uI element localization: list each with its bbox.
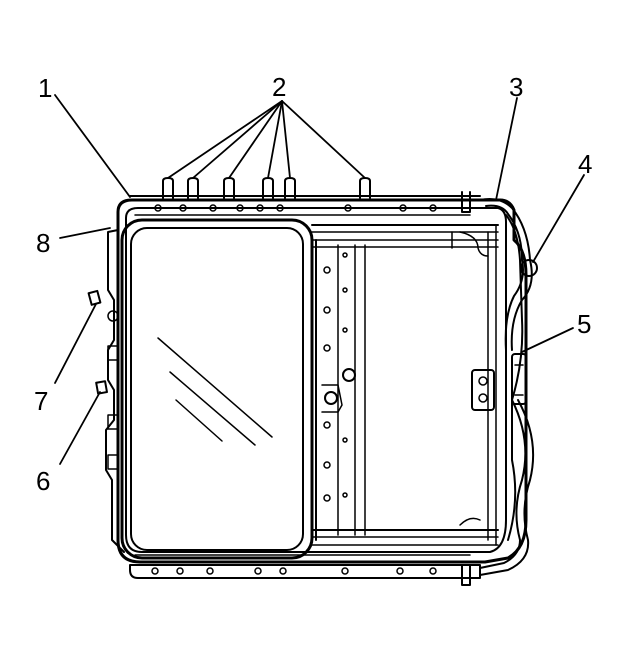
glass-panel <box>120 218 314 560</box>
callout-labels: 1 2 3 4 5 6 7 8 <box>34 72 592 496</box>
callout-8: 8 <box>36 228 50 258</box>
callout-7: 7 <box>34 386 48 416</box>
bolt-part-6 <box>95 380 108 395</box>
clip-part-7 <box>87 289 102 306</box>
callout-2: 2 <box>272 72 286 102</box>
callout-4: 4 <box>578 149 592 179</box>
callout-3: 3 <box>509 72 523 102</box>
callout-5: 5 <box>577 309 591 339</box>
rail-holes <box>151 191 471 586</box>
sunshade-track <box>311 224 499 546</box>
leader-lines <box>54 94 585 465</box>
callout-1: 1 <box>38 73 52 103</box>
drive-bracket <box>471 369 495 411</box>
electrical-connector <box>511 353 527 405</box>
callout-6: 6 <box>36 466 50 496</box>
drain-hose <box>479 198 538 576</box>
